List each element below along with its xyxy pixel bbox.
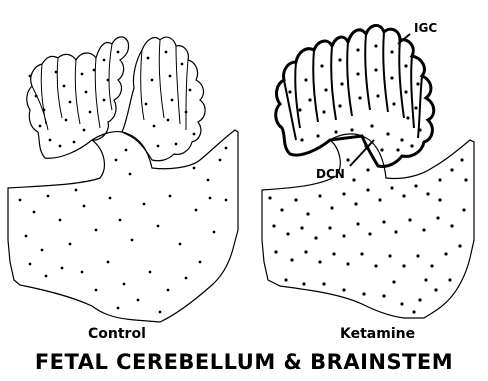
ketamine-brainstem-outline xyxy=(262,134,474,318)
ketamine-cerebellum-outline xyxy=(276,25,434,166)
control-section-outline xyxy=(8,37,238,322)
figure-title: FETAL CEREBELLUM & BRAINSTEM xyxy=(0,350,488,374)
igc-label: IGC xyxy=(414,21,437,35)
control-cerebellum-outline-right xyxy=(122,37,205,161)
control-panel-label: Control xyxy=(88,326,146,342)
control-cerebellum-dots xyxy=(29,51,196,162)
control-folia-lines xyxy=(32,40,188,130)
control-brainstem-outline xyxy=(8,130,238,322)
control-brainstem-dots xyxy=(19,147,228,314)
ketamine-brainstem-dots xyxy=(268,158,467,313)
dcn-label: DCN xyxy=(316,167,345,181)
ketamine-section-outline xyxy=(262,25,474,318)
ketamine-panel-label: Ketamine xyxy=(340,326,415,342)
